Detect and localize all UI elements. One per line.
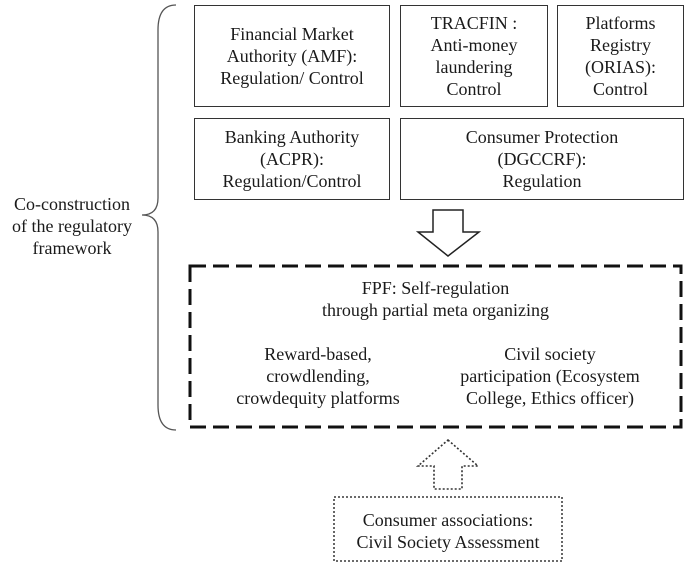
up-arrow bbox=[415, 438, 481, 490]
acpr-box: Banking Authority (ACPR): Regulation/Con… bbox=[194, 118, 390, 200]
fpf-title: FPF: Self-regulation through partial met… bbox=[321, 278, 550, 320]
fpf-dashed-box bbox=[188, 264, 683, 429]
fpf-platforms: Reward-based, crowdlending, crowdequity … bbox=[236, 344, 400, 408]
dgccrf-box: Consumer Protection (DGCCRF): Regulation bbox=[400, 118, 684, 200]
fpf-civil-society: Civil society participation (Ecosystem C… bbox=[460, 344, 640, 408]
consumer-dotted-box bbox=[333, 496, 563, 562]
left-brace bbox=[141, 4, 177, 431]
consumer-associations: Consumer associations: Civil Society Ass… bbox=[356, 510, 540, 552]
tracfin-box: TRACFIN : Anti-money laundering Control bbox=[400, 5, 548, 107]
co-construction-label: Co-construction of the regulatory framew… bbox=[12, 194, 132, 258]
amf-box: Financial Market Authority (AMF): Regula… bbox=[194, 5, 390, 107]
down-arrow bbox=[415, 209, 482, 257]
orias-box: Platforms Registry (ORIAS): Control bbox=[557, 5, 684, 107]
